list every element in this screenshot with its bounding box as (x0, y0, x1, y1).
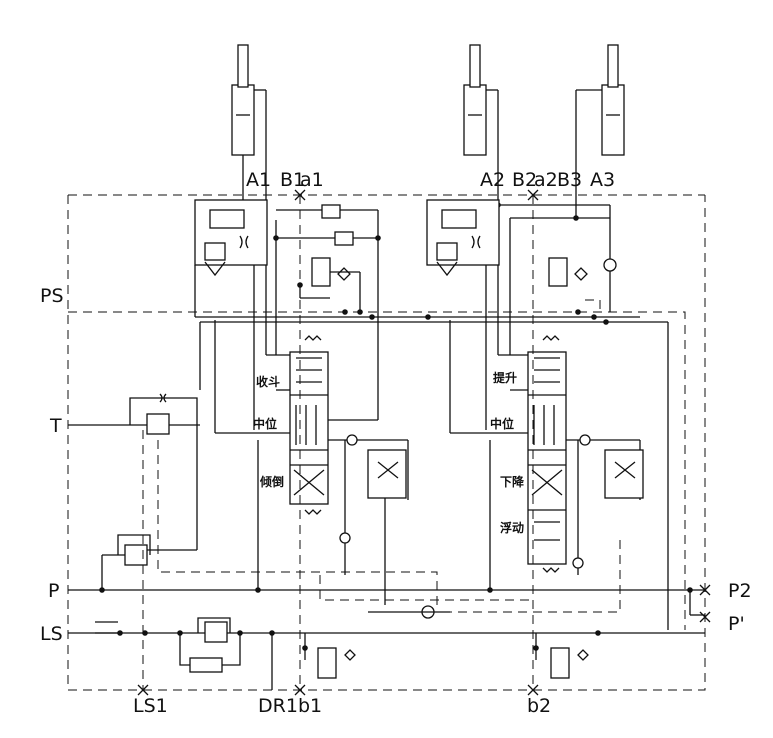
port-label-P: P (48, 580, 59, 602)
x-mark-b1 (294, 684, 306, 696)
ls-throttle-box (189, 657, 223, 673)
x-mark-a1 (294, 189, 306, 201)
position-label-fu-dong: 浮动 (500, 520, 524, 535)
port-label-DR1: DR1 (258, 695, 298, 717)
port-label-b1: b1 (298, 695, 322, 717)
valve-body-boundary-dashed (68, 311, 686, 630)
position-label-xia-jiang: 下降 (500, 474, 525, 489)
pilot-filter-diamond-2 (574, 267, 588, 281)
port-label-LS: LS (40, 623, 63, 645)
port-label-a2: a2 (534, 169, 558, 191)
pilot-solenoid-2 (548, 257, 568, 287)
port-label-B2: B2 (512, 169, 537, 191)
spool-valve-bucket (289, 335, 329, 515)
cylinder-bucket (231, 44, 267, 265)
check-valve-circle-s1-low (339, 532, 351, 544)
check-valve-circle-top-right (603, 258, 617, 272)
port-label-A3: A3 (590, 169, 615, 191)
spool-valve-boom (527, 335, 567, 573)
pilot-solenoid-1 (311, 257, 331, 287)
port-label-LS1: LS1 (133, 695, 168, 717)
port-label-a1: a1 (300, 169, 324, 191)
solenoid-b2 (550, 647, 570, 679)
port-label-b2: b2 (527, 695, 551, 717)
position-label-shou-dou: 收斗 (256, 374, 280, 389)
pilot-boundary-dashed (67, 194, 706, 691)
port-label-P-prime: P' (728, 613, 745, 635)
port-label-A1: A1 (246, 169, 271, 191)
check-valve-circle-s2 (579, 434, 591, 446)
flow-control-valve (124, 544, 148, 566)
ls-relief-valve (204, 621, 228, 643)
position-label-ti-sheng: 提升 (493, 370, 517, 385)
check-valve-circle-s1 (346, 434, 358, 446)
x-mark-p2 (699, 584, 711, 596)
check-valve-circle-s2-low (572, 557, 584, 569)
relief-box-s2 (604, 449, 644, 499)
pilot-filter-diamond-1 (337, 267, 351, 281)
position-label-zhong-wei-2: 中位 (490, 416, 514, 431)
section1-relief-valve (204, 242, 226, 261)
port-label-T: T (49, 415, 62, 437)
section2-relief-valve (436, 242, 458, 261)
tank-relief-valve (146, 413, 170, 435)
relief-box-s1 (367, 449, 407, 499)
section1-relief-body (204, 261, 226, 277)
x-mark-a2 (527, 189, 539, 201)
section1-check-valve (209, 209, 245, 229)
x-mark-ls1 (137, 684, 149, 696)
section1-throttle-symbol (239, 235, 249, 249)
port-label-B3: B3 (557, 169, 582, 191)
x-mark-p-prime (699, 611, 711, 623)
pilot-valve-a1-bottom (334, 231, 354, 246)
position-label-qing-dao: 倾倒 (259, 474, 284, 489)
cylinder-boom-right (575, 44, 625, 220)
port-label-PS: PS (40, 285, 64, 307)
cylinder-boom-left (463, 44, 499, 265)
position-label-zhong-wei-1: 中位 (253, 416, 277, 431)
x-mark-b2 (527, 684, 539, 696)
solenoid-b1 (317, 647, 337, 679)
pilot-valve-a1-top (321, 204, 341, 219)
port-label-P2: P2 (728, 580, 752, 602)
port-label-B1: B1 (280, 169, 305, 191)
port-label-A2: A2 (480, 169, 505, 191)
section2-throttle-symbol (471, 235, 481, 249)
section2-relief-body (436, 261, 458, 277)
section2-check-valve (441, 209, 477, 229)
